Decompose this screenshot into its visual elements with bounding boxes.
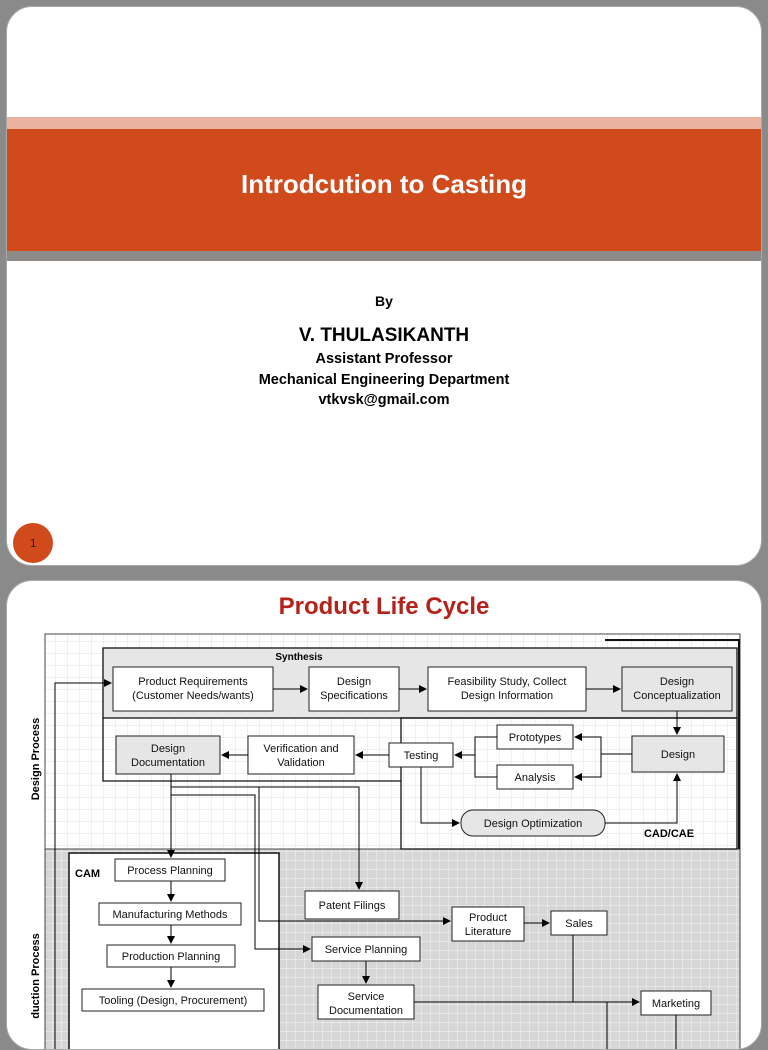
slide-title: Product Life Cycle xyxy=(278,593,490,620)
title-underline-bar xyxy=(7,251,761,261)
prototypes-label: Prototypes xyxy=(509,732,562,744)
cam-label: CAM xyxy=(75,868,100,880)
testing-label: Testing xyxy=(404,750,439,762)
author-department: Mechanical Engineering Department xyxy=(258,372,510,388)
design-documentation-label: Design xyxy=(151,743,185,755)
by-label: By xyxy=(375,293,393,309)
product-life-cycle-slide: Product Life Cycle Design Process ductio… xyxy=(6,580,762,1050)
process-planning-label: Process Planning xyxy=(127,865,213,877)
product-requirements-label: Product Requirements xyxy=(138,676,248,688)
page-number-badge: 1 xyxy=(13,523,53,563)
product-life-cycle-diagram: Design Process duction Process Synthesis… xyxy=(30,633,741,1049)
service-documentation-label: Service xyxy=(348,991,385,1003)
product-literature-label: Product xyxy=(469,912,507,924)
title-band xyxy=(7,129,761,251)
author-role: Assistant Professor xyxy=(315,351,453,367)
product-requirements-sub-label: (Customer Needs/wants) xyxy=(132,690,254,702)
author-name: V. THULASIKANTH xyxy=(298,325,470,346)
title-slide: Introdcution to Casting By V. THULASIKAN… xyxy=(6,6,762,566)
design-optimization-label: Design Optimization xyxy=(484,818,582,830)
verification-label: Verification and xyxy=(263,743,338,755)
analysis-label: Analysis xyxy=(515,772,556,784)
manufacturing-methods-label: Manufacturing Methods xyxy=(113,909,228,921)
cad-cae-label: CAD/CAE xyxy=(644,828,694,840)
production-planning-label: Production Planning xyxy=(122,951,220,963)
marketing-label: Marketing xyxy=(652,998,700,1010)
synthesis-label: Synthesis xyxy=(275,652,323,663)
design-process-label: Design Process xyxy=(30,718,42,801)
feasibility-study-sub-label: Design Information xyxy=(461,690,553,702)
feasibility-study-label: Feasibility Study, Collect xyxy=(447,676,566,688)
design-documentation-sub-label: Documentation xyxy=(131,757,205,769)
verification-sub-label: Validation xyxy=(277,757,325,769)
sales-label: Sales xyxy=(565,918,593,930)
design-conceptualization-sub-label: Conceptualization xyxy=(633,690,720,702)
service-planning-label: Service Planning xyxy=(325,944,408,956)
tooling-label: Tooling (Design, Procurement) xyxy=(99,995,248,1007)
production-process-label: duction Process xyxy=(30,933,42,1019)
service-documentation-sub-label: Documentation xyxy=(329,1005,403,1017)
header-accent-bar xyxy=(7,117,761,129)
design-specifications-label: Design xyxy=(337,676,371,688)
product-literature-sub-label: Literature xyxy=(465,926,511,938)
author-email: vtkvsk@gmail.com xyxy=(318,392,450,408)
design-specifications-sub-label: Specifications xyxy=(320,690,388,702)
design-label: Design xyxy=(661,749,695,761)
slide-title: Introdcution to Casting xyxy=(241,169,527,199)
patent-filings-label: Patent Filings xyxy=(319,900,386,912)
design-conceptualization-label: Design xyxy=(660,676,694,688)
